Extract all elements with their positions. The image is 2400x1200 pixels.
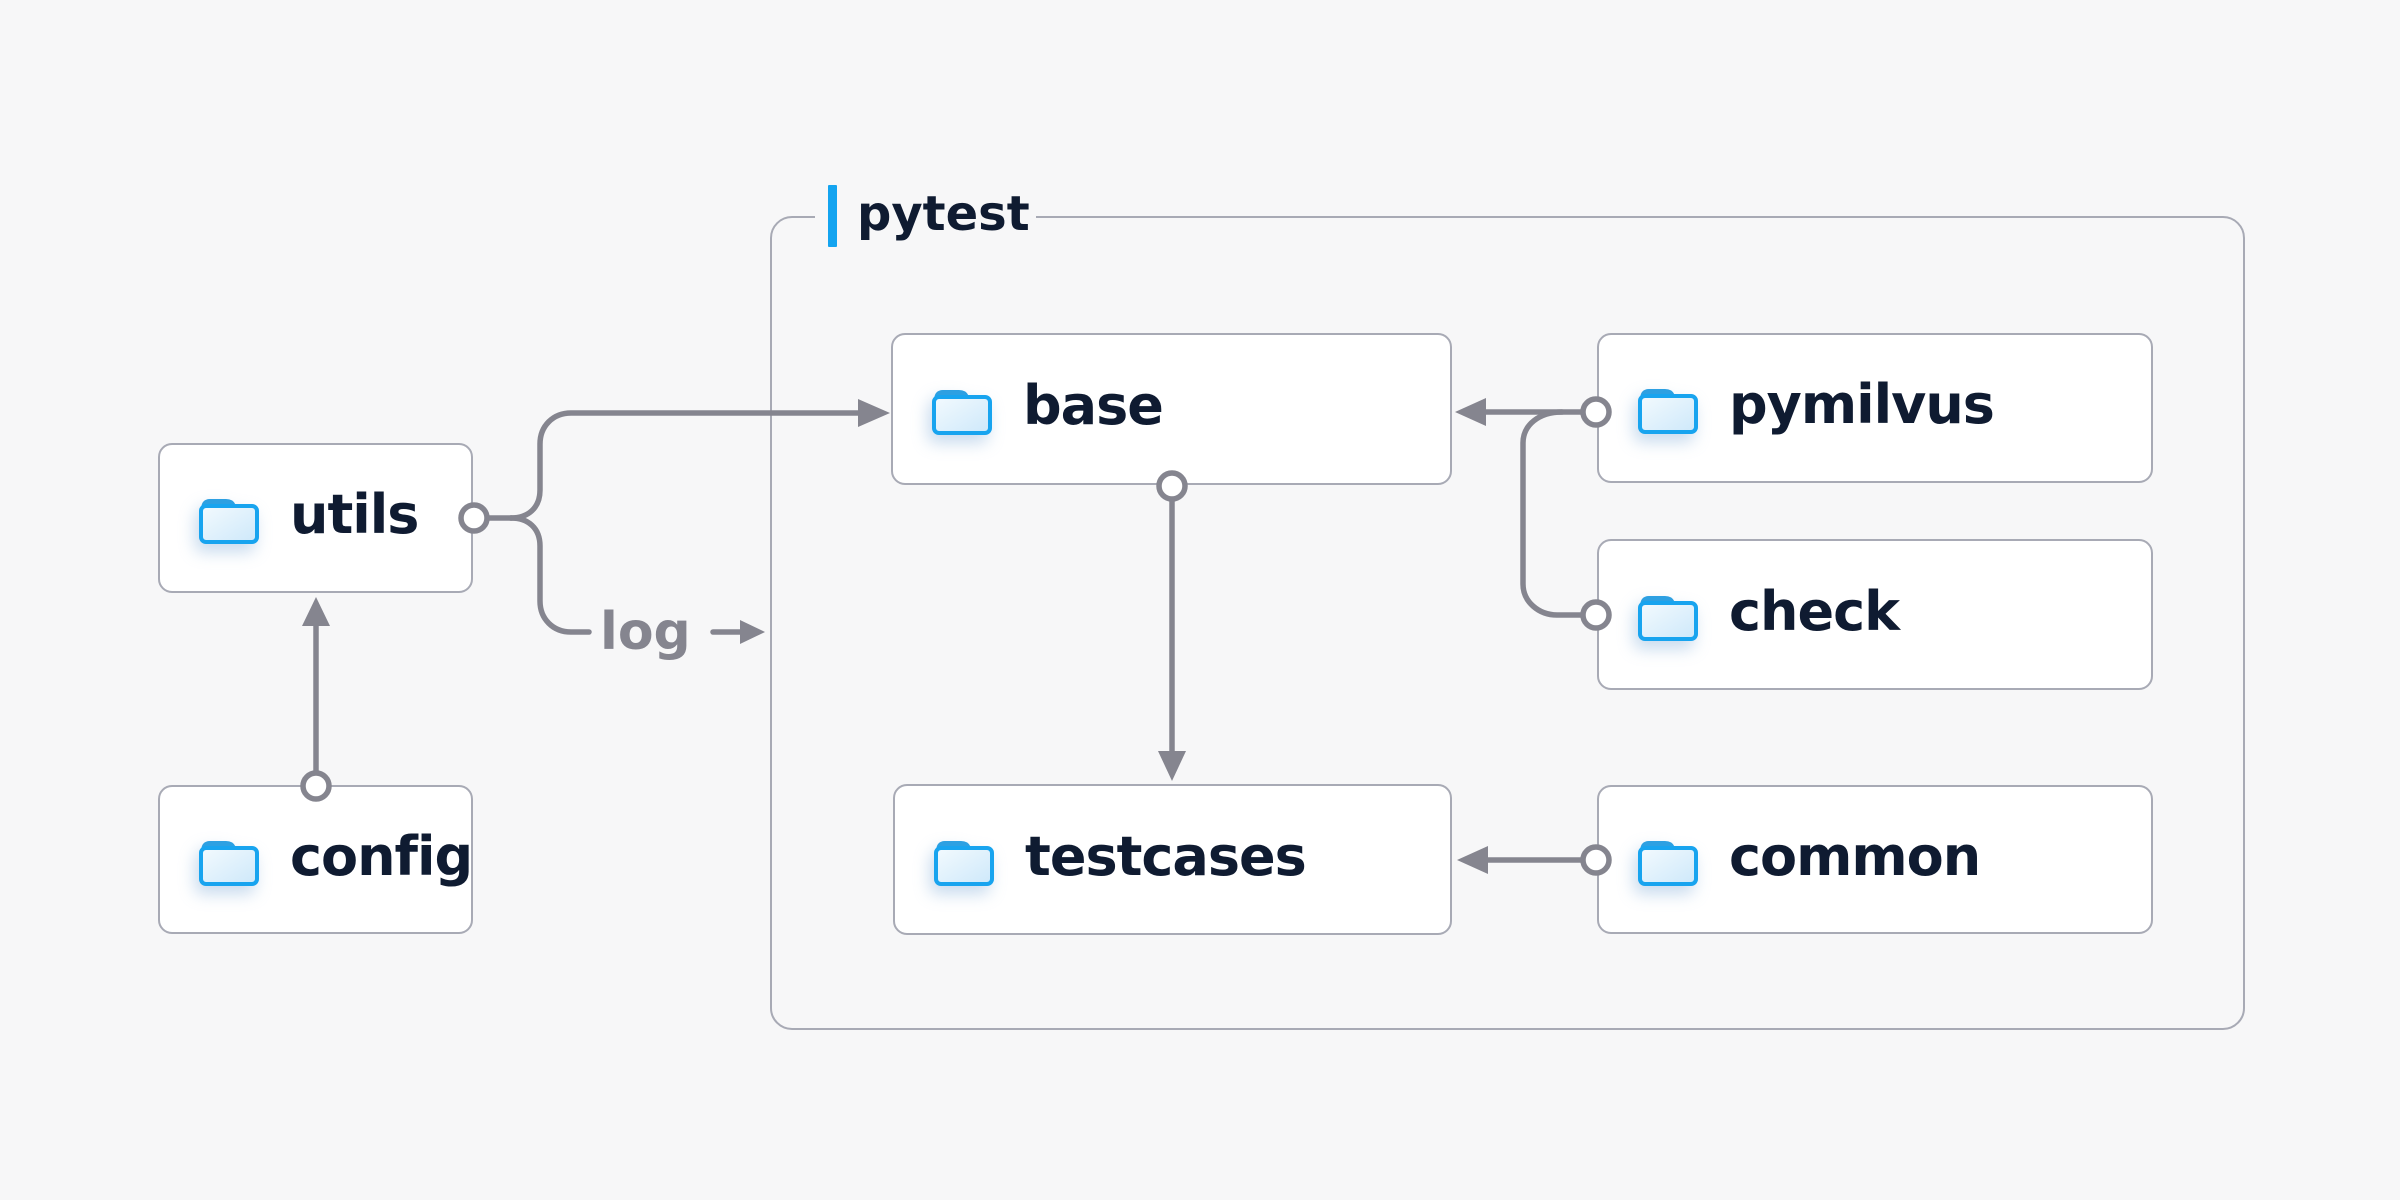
folder-icon [199,840,259,886]
node-label: config [290,824,473,888]
folder-icon [1638,389,1698,434]
folder-icon [934,840,994,886]
node-utils: utils [158,443,473,593]
pytest-group-label-text: pytest [857,186,1030,242]
node-check: check [1597,539,2153,690]
folder-icon [932,390,992,435]
folder-icon [199,499,259,544]
node-label: testcases [1025,824,1307,888]
folder-icon [1638,595,1698,641]
accent-bar [828,185,837,247]
node-label: utils [290,483,419,546]
node-label: check [1729,579,1900,643]
node-label: base [1023,374,1164,437]
node-label: common [1729,824,1981,888]
arrowhead-up [302,597,330,626]
node-common: common [1597,785,2153,934]
node-config: config [158,785,473,934]
folder-icon [1638,840,1698,886]
node-base: base [891,333,1452,485]
node-pymilvus: pymilvus [1597,333,2153,483]
node-testcases: testcases [893,784,1452,935]
node-label: pymilvus [1729,373,1995,436]
edge-config-utils [300,597,332,802]
pytest-group-label: pytest [815,182,1036,250]
pytest-group-container [770,216,2245,1030]
arrowhead-right-small [740,620,765,644]
edge-label-log: log [600,602,691,662]
